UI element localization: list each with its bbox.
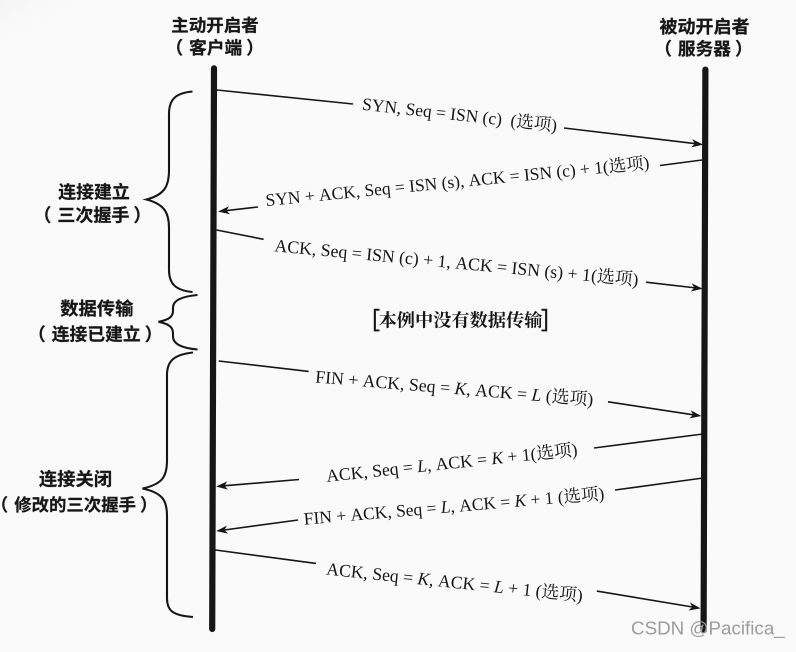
svg-text:(: ( [553, 487, 565, 508]
svg-text:+ 1: + 1 [503, 577, 533, 600]
svg-text:CSDN @Pacifica_: CSDN @Pacifica_ [631, 618, 785, 640]
svg-text:(: ( [541, 385, 553, 407]
svg-text:+ 1: + 1 [525, 488, 554, 510]
svg-text:+ 1: + 1 [502, 444, 532, 467]
svg-text:K: K [416, 568, 432, 589]
svg-text:K: K [453, 378, 469, 399]
svg-text:(: ( [530, 580, 542, 601]
svg-text:L: L [492, 576, 505, 597]
svg-text:K: K [513, 490, 529, 511]
svg-text:): ) [576, 585, 584, 606]
svg-text:L: L [530, 384, 543, 405]
svg-text:): ) [570, 439, 578, 460]
svg-text:): ) [550, 115, 558, 136]
svg-text:(: ( [529, 444, 537, 465]
svg-text:(: ( [590, 265, 598, 286]
svg-text:(: ( [505, 110, 518, 131]
svg-text:K: K [489, 447, 505, 468]
svg-text:): ) [586, 389, 594, 410]
svg-text:): ) [598, 483, 606, 503]
svg-text:L: L [415, 455, 428, 476]
svg-text:): ) [643, 153, 651, 173]
svg-text:(: ( [602, 157, 610, 177]
svg-text:L: L [439, 496, 451, 517]
svg-text:): ) [632, 269, 640, 290]
